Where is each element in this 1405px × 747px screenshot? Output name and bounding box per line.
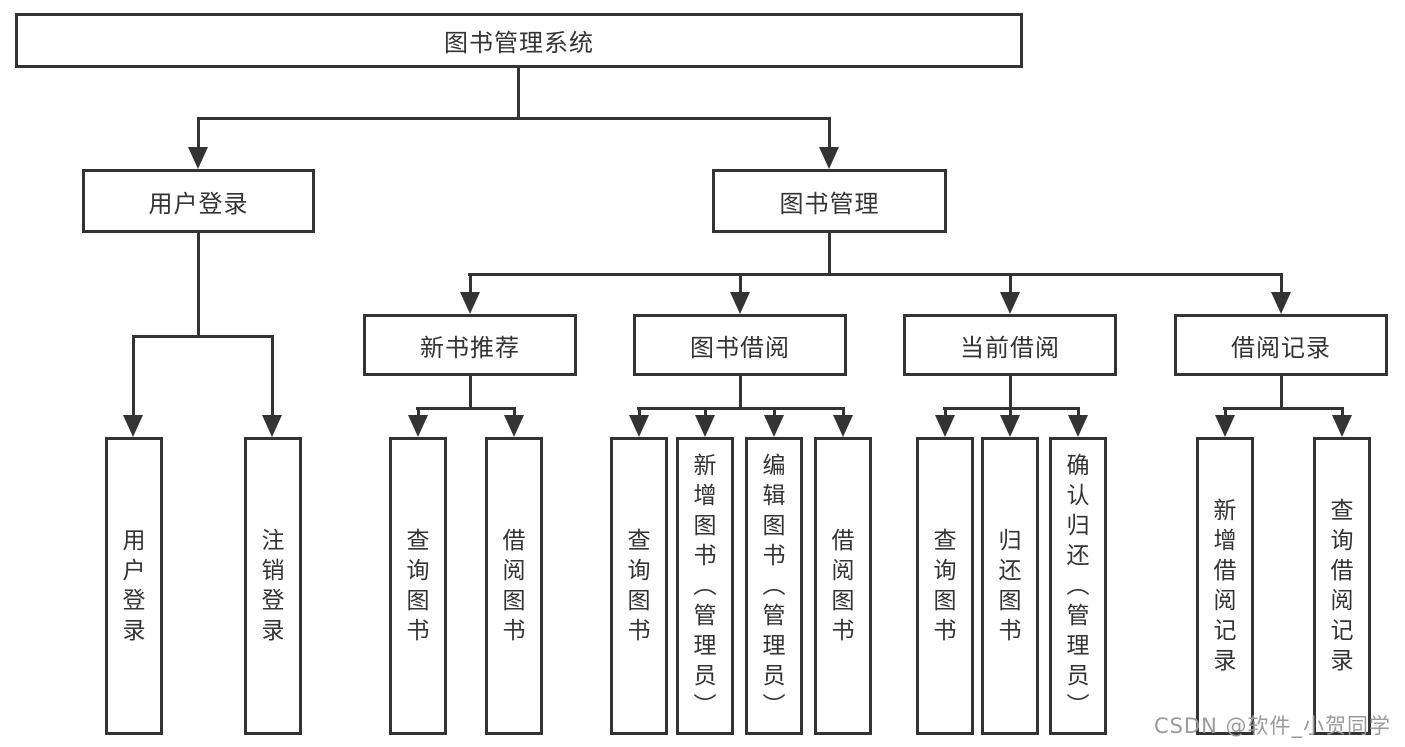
leaf-query-books-borrowing: 查询图书 [610,437,668,735]
node-label: 当前借阅 [960,333,1060,362]
arrow-down-icon [730,292,750,314]
leaf-label: 编辑图书︵管理员︶ [762,453,786,719]
connector-stem [517,68,520,119]
arrow-down-icon [1068,415,1088,437]
connector-drop [842,410,845,417]
connector-drop [828,120,831,148]
arrow-down-icon [188,147,208,169]
connector-drop [1009,410,1012,417]
connector-drop [1341,410,1344,417]
connector-drop [773,410,776,417]
connector-stem [739,376,742,407]
node-current-borrowing: 当前借阅 [903,314,1117,376]
node-label: 借阅记录 [1231,333,1331,362]
node-label: 图书借阅 [690,333,790,362]
connector-stem [828,232,831,273]
arrow-down-icon [262,415,282,437]
arrow-down-icon [123,415,143,437]
arrow-down-icon [629,415,649,437]
leaf-label: 查询图书 [933,528,957,644]
leaf-label: 新增借阅记录 [1213,498,1237,674]
arrow-down-icon [1000,415,1020,437]
leaf-label: 用户登录 [122,528,146,644]
leaf-add-books-admin: 新增图书︵管理员︶ [676,437,734,735]
arrow-down-icon [819,147,839,169]
connector-drop [197,120,200,148]
node-label: 图书管理系统 [444,29,594,57]
leaf-logout: 注销登录 [244,437,302,735]
node-label: 图书管理 [779,189,880,218]
connector-drop [513,410,516,417]
arrow-down-icon [504,415,524,437]
arrow-down-icon [695,415,715,437]
node-book-borrowing: 图书借阅 [633,314,847,376]
leaf-confirm-return-admin: 确认归还︵管理员︶ [1049,437,1107,735]
leaf-label: 注销登录 [261,528,285,644]
node-label: 新书推荐 [420,333,520,362]
leaf-label: 借阅图书 [502,528,526,644]
connector-drop [638,410,641,417]
connector-bar [943,407,1080,410]
leaf-return-books: 归还图书 [981,437,1039,735]
leaf-label: 归还图书 [998,528,1022,644]
connector-stem [1009,376,1012,407]
leaf-label: 借阅图书 [831,528,855,644]
leaf-label: 查询图书 [627,528,651,644]
node-book-management: 图书管理 [712,169,947,233]
leaf-borrow-books-borrowing: 借阅图书 [814,437,872,735]
arrow-down-icon [1000,292,1020,314]
node-user-login: 用户登录 [82,169,315,233]
connector-drop [132,338,135,416]
connector-bar [416,407,516,410]
leaf-query-borrow-record: 查询借阅记录 [1313,437,1371,735]
leaf-label: 新增图书︵管理员︶ [693,453,717,719]
node-library-management-system: 图书管理系统 [15,13,1023,68]
arrow-down-icon [1271,292,1291,314]
connector-drop [1077,410,1080,417]
arrow-down-icon [764,415,784,437]
leaf-borrow-books-recommend: 借阅图书 [485,437,543,735]
arrow-down-icon [1215,415,1235,437]
connector-bar [468,273,1283,276]
leaf-query-books-recommend: 查询图书 [389,437,447,735]
connector-bar [637,407,845,410]
arrow-down-icon [408,415,428,437]
connector-stem [197,233,200,335]
connector-drop [704,410,707,417]
leaf-edit-books-admin: 编辑图书︵管理员︶ [745,437,803,735]
arrow-down-icon [935,415,955,437]
connector-bar [197,117,831,120]
leaf-user-login: 用户登录 [105,437,163,735]
connector-drop [469,276,472,293]
node-label: 用户登录 [148,189,249,218]
leaf-label: 确认归还︵管理员︶ [1066,453,1090,719]
connector-drop [944,410,947,417]
connector-drop [1224,410,1227,417]
arrow-down-icon [1332,415,1352,437]
leaf-label: 查询图书 [406,528,430,644]
csdn-watermark: CSDN @软件_小贺同学 [1153,714,1391,738]
connector-drop [271,338,274,416]
connector-bar [132,335,274,338]
connector-drop [1009,276,1012,293]
arrow-down-icon [460,292,480,314]
connector-stem [1280,376,1283,407]
connector-bar [1223,407,1344,410]
leaf-label: 查询借阅记录 [1330,498,1354,674]
connector-drop [1280,276,1283,293]
connector-stem [469,376,472,407]
arrow-down-icon [833,415,853,437]
leaf-add-borrow-record: 新增借阅记录 [1196,437,1254,735]
connector-drop [739,276,742,293]
node-new-book-recommend: 新书推荐 [363,314,577,376]
connector-drop [417,410,420,417]
leaf-query-books-current: 查询图书 [916,437,974,735]
node-borrowing-records: 借阅记录 [1174,314,1388,376]
